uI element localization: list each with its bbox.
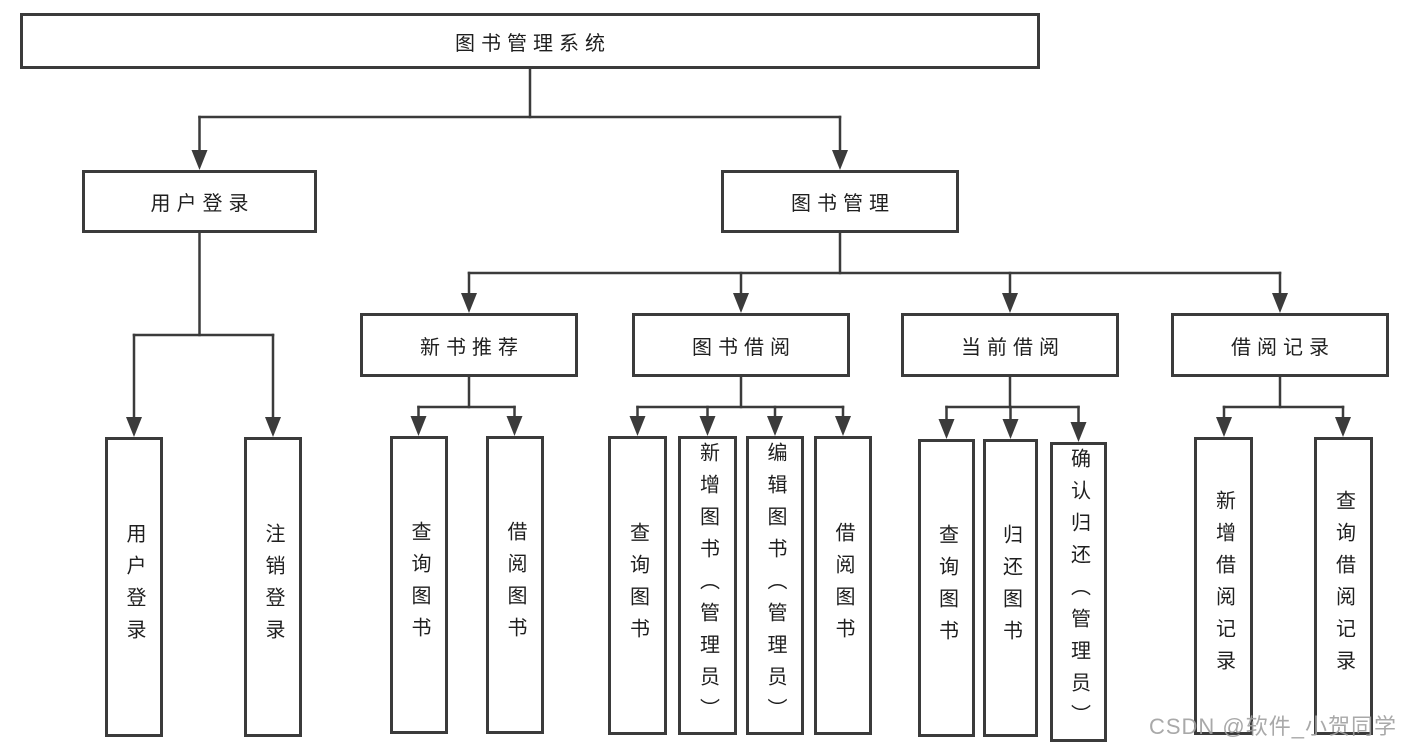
node-current-borrowing-label: 当前借阅 <box>961 336 1065 359</box>
node-current-borrowing: 当前借阅 <box>901 313 1119 377</box>
leaf-records-query-record-label: 查询借阅记录 <box>1332 490 1355 682</box>
leaf-logout-label: 注销登录 <box>262 523 284 651</box>
leaf-records-add-record-label: 新增借阅记录 <box>1212 490 1235 682</box>
leaf-borrow-query-books: 查询图书 <box>608 436 667 735</box>
node-book-management-label: 图书管理 <box>791 193 895 215</box>
watermark-text: CSDN @软件_小贺同学 <box>1148 714 1397 739</box>
node-new-book-recommend: 新书推荐 <box>360 313 578 377</box>
leaf-current-return-books-label: 归还图书 <box>999 524 1022 652</box>
leaf-newrec-query-books-label: 查询图书 <box>408 521 430 649</box>
leaf-user-login: 用户登录 <box>105 437 163 737</box>
node-new-book-recommend-label: 新书推荐 <box>420 336 524 359</box>
leaf-borrow-add-books-admin-label: 新增图书（管理员） <box>696 441 719 730</box>
leaf-current-confirm-return-admin: 确认归还（管理员） <box>1050 442 1107 742</box>
node-borrowing-records: 借阅记录 <box>1171 313 1389 377</box>
leaf-current-confirm-return-admin-label: 确认归还（管理员） <box>1067 448 1090 736</box>
leaf-user-login-label: 用户登录 <box>123 523 145 651</box>
node-book-management: 图书管理 <box>721 170 959 233</box>
node-book-borrowing-label: 图书借阅 <box>692 336 796 359</box>
node-user-login-label: 用户登录 <box>150 193 255 215</box>
leaf-borrow-query-books-label: 查询图书 <box>626 521 649 650</box>
node-root: 图书管理系统 <box>20 13 1040 69</box>
leaf-borrow-add-books-admin: 新增图书（管理员） <box>678 436 737 735</box>
node-root-label: 图书管理系统 <box>455 32 611 55</box>
arrowheads <box>126 150 1351 442</box>
leaf-current-query-books: 查询图书 <box>918 439 975 737</box>
node-user-login: 用户登录 <box>82 170 317 233</box>
leaf-borrow-borrow-books-label: 借阅图书 <box>832 521 854 650</box>
leaf-newrec-borrow-books: 借阅图书 <box>486 436 544 734</box>
leaf-records-query-record: 查询借阅记录 <box>1314 437 1373 735</box>
leaf-newrec-query-books: 查询图书 <box>390 436 448 734</box>
leaf-current-return-books: 归还图书 <box>983 439 1038 737</box>
node-borrowing-records-label: 借阅记录 <box>1231 336 1335 359</box>
node-book-borrowing: 图书借阅 <box>632 313 850 377</box>
leaf-current-query-books-label: 查询图书 <box>935 524 958 652</box>
leaf-borrow-edit-books-admin: 编辑图书（管理员） <box>746 436 804 735</box>
leaf-newrec-borrow-books-label: 借阅图书 <box>504 521 526 649</box>
leaf-borrow-edit-books-admin-label: 编辑图书（管理员） <box>764 441 786 730</box>
leaf-logout: 注销登录 <box>244 437 302 737</box>
leaf-records-add-record: 新增借阅记录 <box>1194 437 1253 735</box>
leaf-borrow-borrow-books: 借阅图书 <box>814 436 872 735</box>
